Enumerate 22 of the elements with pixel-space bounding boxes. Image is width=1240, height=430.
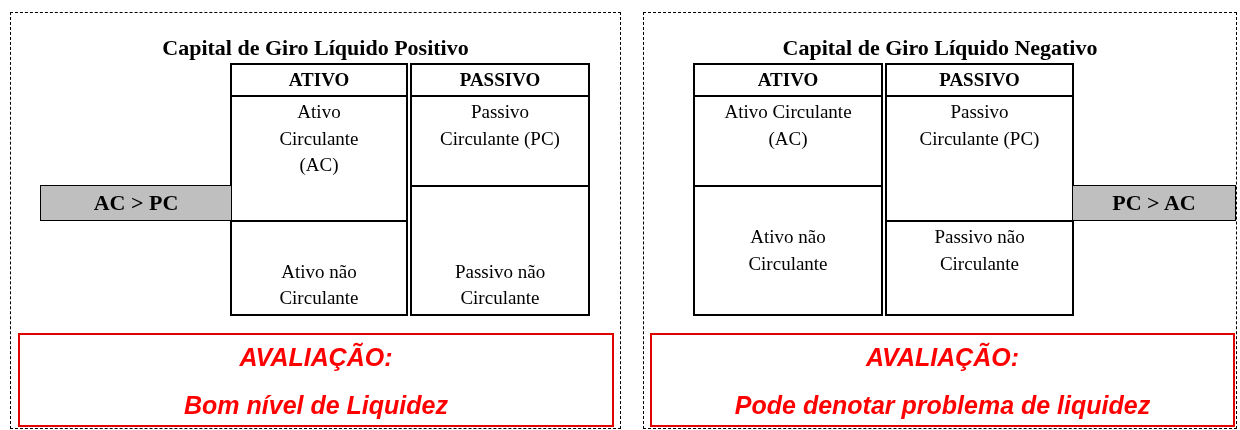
column-header: ATIVO [230, 63, 408, 97]
panel-title: Capital de Giro Líquido Positivo [161, 35, 470, 61]
balance-cell: Passivo não Circulante [410, 185, 590, 316]
column-header: ATIVO [693, 63, 883, 97]
comparison-bar: PC > AC [1072, 185, 1236, 221]
dashed-panel [10, 12, 621, 429]
balance-cell: Passivo Circulante (PC) [410, 95, 590, 187]
evaluation-box [18, 333, 614, 427]
evaluation-text: Bom nível de Liquidez [183, 391, 449, 420]
comparison-bar: AC > PC [40, 185, 232, 221]
evaluation-heading: AVALIAÇÃO: [238, 343, 394, 372]
evaluation-box [650, 333, 1235, 427]
dashed-panel [643, 12, 1237, 429]
evaluation-text: Pode denotar problema de liquidez [733, 391, 1152, 420]
balance-cell: Ativo não Circulante [693, 185, 883, 316]
balance-cell: Passivo não Circulante [885, 220, 1074, 316]
balance-cell: Ativo não Circulante [230, 220, 408, 316]
balance-cell: Ativo Circulante (AC) [693, 95, 883, 187]
column-header: PASSIVO [885, 63, 1074, 97]
panel-title: Capital de Giro Líquido Negativo [781, 35, 1099, 61]
evaluation-heading: AVALIAÇÃO: [864, 343, 1021, 372]
column-header: PASSIVO [410, 63, 590, 97]
